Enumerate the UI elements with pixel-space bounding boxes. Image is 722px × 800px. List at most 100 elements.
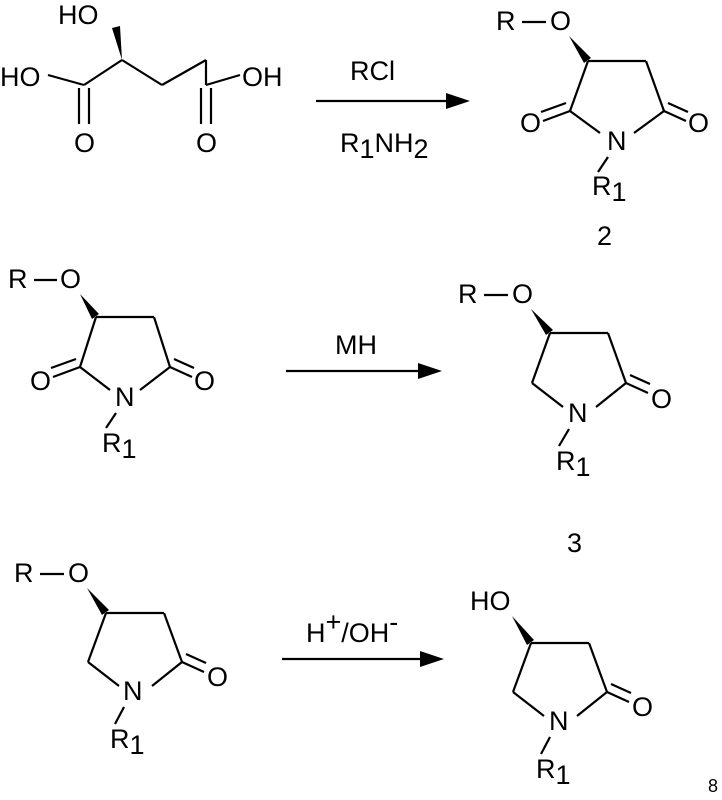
ether-o-label: O (60, 264, 81, 294)
step1-product-succinimide: R O O O N R1 2 (496, 6, 709, 251)
nitrogen-label: N (123, 676, 143, 706)
bond (568, 60, 590, 112)
bond (569, 110, 601, 134)
bond (87, 661, 120, 687)
r-group-label: R (496, 6, 516, 36)
carbonyl-o-label: O (632, 692, 653, 722)
compound-number-3: 3 (567, 528, 582, 558)
r1-label: R1 (556, 446, 591, 482)
bond (531, 382, 564, 408)
wedge-bond (80, 294, 99, 319)
reagent-amine: R1NH2 (340, 128, 429, 164)
bond (512, 691, 545, 717)
reagent-rcl: RCl (350, 56, 395, 86)
nitrogen-label: N (549, 706, 569, 736)
bond (606, 690, 630, 704)
bond (625, 381, 649, 395)
wedge-bond (512, 616, 534, 645)
bond (181, 660, 205, 674)
wedge-bond (531, 309, 553, 335)
step2-reactant-succinimide: R O O O N R1 (8, 264, 215, 464)
compound-number-2: 2 (597, 221, 612, 251)
bond (633, 110, 665, 134)
arrow-head (418, 363, 442, 379)
bond (185, 652, 207, 665)
bond (47, 73, 85, 87)
nitrogen-label: N (568, 398, 588, 428)
bond (667, 101, 689, 114)
nitrogen-label: N (115, 382, 135, 412)
wedge-bond (569, 36, 591, 63)
bond (205, 73, 241, 87)
reagent-acid-base: H+/OH- (306, 607, 398, 648)
bond (78, 316, 98, 368)
bond (83, 59, 123, 86)
step3-arrow: H+/OH- (282, 607, 444, 667)
wedge-bond (87, 588, 109, 615)
carbonyl-o-right-label: O (688, 108, 709, 138)
bond (558, 428, 570, 447)
bond (139, 366, 171, 391)
bond (597, 156, 609, 173)
r-group-label: R (14, 558, 34, 588)
reagent-mh: MH (335, 330, 377, 360)
nitrogen-label: N (607, 126, 627, 156)
acid-oh-right-label: OH (242, 62, 283, 92)
bond (530, 332, 552, 384)
step1-arrow: RCl R1NH2 (316, 56, 470, 164)
bond (86, 612, 108, 663)
carbonyl-o-left-label: O (74, 128, 95, 158)
bond (606, 332, 628, 384)
bond (540, 101, 567, 114)
bond (173, 357, 195, 370)
ether-o-label: O (550, 6, 571, 36)
carbonyl-o-label: O (651, 384, 672, 414)
bond (587, 642, 609, 693)
r1-label: R1 (110, 724, 145, 760)
r-group-label: R (8, 264, 28, 294)
bond (540, 736, 551, 755)
wedge-bond (112, 26, 122, 60)
carbonyl-o-right-label: O (196, 128, 217, 158)
step2-product-pyrrolidinone: R O O N R1 3 (458, 279, 672, 558)
carbonyl-o-left-label: O (520, 108, 541, 138)
carbonyl-o-right-label: O (194, 366, 215, 396)
r1-label: R1 (536, 754, 571, 790)
hydroxyl-label: HO (58, 0, 99, 30)
bond (50, 357, 77, 370)
step3-product-hydroxypyrrolidinone: HO O N R1 (470, 586, 653, 790)
bond (121, 59, 163, 86)
bond (114, 706, 125, 725)
r-group-label: R (458, 279, 478, 309)
bond (105, 412, 117, 429)
bond (644, 60, 666, 112)
arrow-head (420, 651, 444, 667)
step2-arrow: MH (286, 330, 442, 379)
step1-reactant-malic-acid: HO HO OH O O (0, 0, 283, 158)
bond (151, 661, 183, 687)
bond (161, 59, 207, 86)
acid-oh-left-label: HO (0, 62, 41, 92)
bond (576, 691, 608, 717)
bond (629, 373, 651, 386)
bond (152, 316, 172, 368)
bond (162, 612, 184, 663)
bond (79, 366, 111, 391)
r1-label: R1 (102, 428, 137, 464)
bond (52, 365, 81, 379)
bond (169, 365, 193, 379)
r1-label: R1 (592, 171, 627, 207)
bond (595, 382, 627, 408)
step3-reactant-pyrrolidinone: R O O N R1 (14, 558, 228, 760)
ether-o-label: O (68, 558, 89, 588)
page-mark: 8 (708, 776, 718, 796)
carbonyl-o-label: O (207, 662, 228, 692)
arrow-head (446, 93, 470, 109)
bond (610, 682, 632, 695)
hydroxyl-label: HO (470, 586, 511, 616)
bond (663, 109, 687, 123)
carbonyl-o-left-label: O (30, 366, 51, 396)
bond (542, 109, 571, 123)
bond (511, 642, 533, 693)
